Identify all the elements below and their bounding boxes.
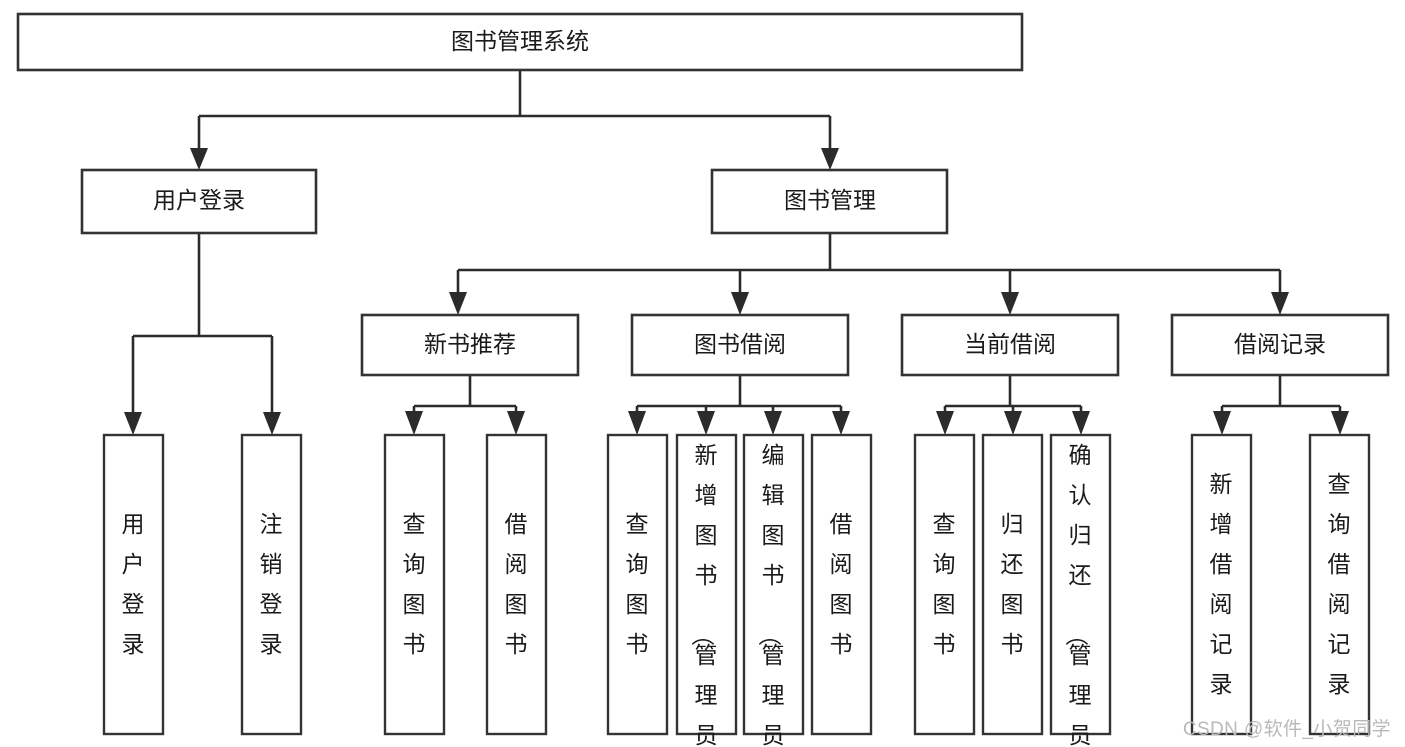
node-leaf-query-book-2-label: 查询图书 (626, 511, 649, 657)
node-book-borrow-label: 图书借阅 (694, 331, 786, 357)
arrowhead-user-login (190, 148, 208, 170)
arrowhead-leaf-query-book-2 (628, 411, 646, 435)
node-book-borrow-box[interactable] (630, 313, 850, 377)
node-leaf-confirm-return-box[interactable] (1049, 433, 1112, 736)
node-leaf-borrow-book-1[interactable]: 借阅图书 (485, 433, 548, 736)
arrowhead-book-borrow (731, 292, 749, 315)
node-root-box[interactable] (16, 12, 1024, 72)
node-leaf-user-logout-box[interactable] (240, 433, 303, 736)
node-book-manage[interactable]: 图书管理 (710, 168, 949, 235)
node-leaf-add-book-label: 新增图书（管理员） (690, 442, 718, 747)
node-current-borrow[interactable]: 当前借阅 (900, 313, 1120, 377)
node-leaf-borrow-book-2[interactable]: 借阅图书 (810, 433, 873, 736)
node-leaf-add-book-box[interactable] (675, 433, 738, 736)
node-leaf-borrow-book-1-label: 借阅图书 (505, 511, 528, 657)
node-leaf-confirm-return-label: 确认归还（管理员） (1064, 442, 1092, 747)
node-leaf-query-record-box[interactable] (1308, 433, 1371, 736)
connectors-borrow-record-group (1213, 375, 1349, 435)
arrowhead-new-book-rec (449, 292, 467, 315)
connectors-new-book-rec-group (405, 375, 525, 435)
node-leaf-query-book-1-label: 查询图书 (403, 511, 426, 657)
node-borrow-record-label: 借阅记录 (1234, 331, 1326, 357)
node-leaf-add-record-label: 新增借阅记录 (1210, 471, 1233, 697)
node-leaf-user-logout[interactable]: 注销登录 (240, 433, 303, 736)
node-leaf-add-record-box[interactable] (1190, 433, 1253, 736)
node-leaf-query-book-2-box[interactable] (606, 433, 669, 736)
node-new-book-rec-box[interactable] (360, 313, 580, 377)
connectors-book-borrow-group (628, 375, 850, 435)
arrowhead-leaf-edit-book (764, 411, 782, 435)
node-user-login[interactable]: 用户登录 (80, 168, 318, 235)
arrowhead-leaf-borrow-book-1 (507, 411, 525, 435)
leaf-nodes: 用户登录 注销登录 查询图书 借阅图书 查询图书 新增图书（管理员） (102, 433, 1371, 747)
node-new-book-rec[interactable]: 新书推荐 (360, 313, 580, 377)
arrowhead-leaf-user-login (124, 412, 142, 435)
node-leaf-borrow-book-2-box[interactable] (810, 433, 873, 736)
node-leaf-borrow-book-2-label: 借阅图书 (830, 511, 853, 657)
connectors-user-login-group (124, 233, 281, 435)
node-borrow-record[interactable]: 借阅记录 (1170, 313, 1390, 377)
node-leaf-user-logout-label: 注销登录 (260, 511, 283, 657)
arrowhead-leaf-add-book (697, 411, 715, 435)
node-leaf-user-login-box[interactable] (102, 433, 165, 736)
node-user-login-box[interactable] (80, 168, 318, 235)
node-leaf-return-book[interactable]: 归还图书 (981, 433, 1044, 736)
connectors-current-borrow-group (936, 375, 1090, 435)
node-root[interactable]: 图书管理系统 (16, 12, 1024, 72)
node-leaf-edit-book[interactable]: 编辑图书（管理员） (742, 433, 805, 747)
node-current-borrow-label: 当前借阅 (964, 331, 1056, 357)
node-root-label: 图书管理系统 (451, 28, 589, 54)
connectors-book-manage-group (449, 233, 1289, 315)
node-leaf-query-book-3-box[interactable] (913, 433, 976, 736)
arrowhead-leaf-add-record (1213, 411, 1231, 435)
node-leaf-return-book-label: 归还图书 (1001, 511, 1024, 657)
node-leaf-confirm-return[interactable]: 确认归还（管理员） (1049, 433, 1112, 747)
arrowhead-leaf-return-book (1004, 411, 1022, 435)
arrowhead-current-borrow (1001, 292, 1019, 315)
connectors-root-level (190, 70, 839, 170)
arrowhead-leaf-borrow-book-2 (832, 411, 850, 435)
node-leaf-add-book[interactable]: 新增图书（管理员） (675, 433, 738, 747)
node-leaf-user-login[interactable]: 用户登录 (102, 433, 165, 736)
node-leaf-query-book-2[interactable]: 查询图书 (606, 433, 669, 736)
node-leaf-query-book-1[interactable]: 查询图书 (383, 433, 446, 736)
arrowhead-leaf-confirm-return (1072, 411, 1090, 435)
node-leaf-query-book-1-box[interactable] (383, 433, 446, 736)
node-book-manage-label: 图书管理 (784, 187, 876, 213)
node-user-login-label: 用户登录 (153, 187, 245, 213)
arrowhead-leaf-query-book-3 (936, 411, 954, 435)
arrowhead-leaf-query-record (1331, 411, 1349, 435)
arrowhead-book-manage (821, 148, 839, 170)
node-leaf-query-record-label: 查询借阅记录 (1328, 471, 1351, 697)
node-new-book-rec-label: 新书推荐 (424, 331, 516, 357)
arrowhead-leaf-user-logout (263, 412, 281, 435)
arrowhead-leaf-query-book-1 (405, 411, 423, 435)
arrowhead-borrow-record (1271, 292, 1289, 315)
node-leaf-query-book-3-label: 查询图书 (933, 511, 956, 657)
node-leaf-edit-book-box[interactable] (742, 433, 805, 736)
node-book-manage-box[interactable] (710, 168, 949, 235)
node-book-borrow[interactable]: 图书借阅 (630, 313, 850, 377)
node-leaf-borrow-book-1-box[interactable] (485, 433, 548, 736)
node-leaf-query-record[interactable]: 查询借阅记录 (1308, 433, 1371, 736)
node-leaf-add-record[interactable]: 新增借阅记录 (1190, 433, 1253, 736)
node-leaf-edit-book-label: 编辑图书（管理员） (757, 442, 785, 747)
node-leaf-query-book-3[interactable]: 查询图书 (913, 433, 976, 736)
node-current-borrow-box[interactable] (900, 313, 1120, 377)
node-leaf-return-book-box[interactable] (981, 433, 1044, 736)
node-borrow-record-box[interactable] (1170, 313, 1390, 377)
node-leaf-user-login-label: 用户登录 (122, 511, 145, 657)
